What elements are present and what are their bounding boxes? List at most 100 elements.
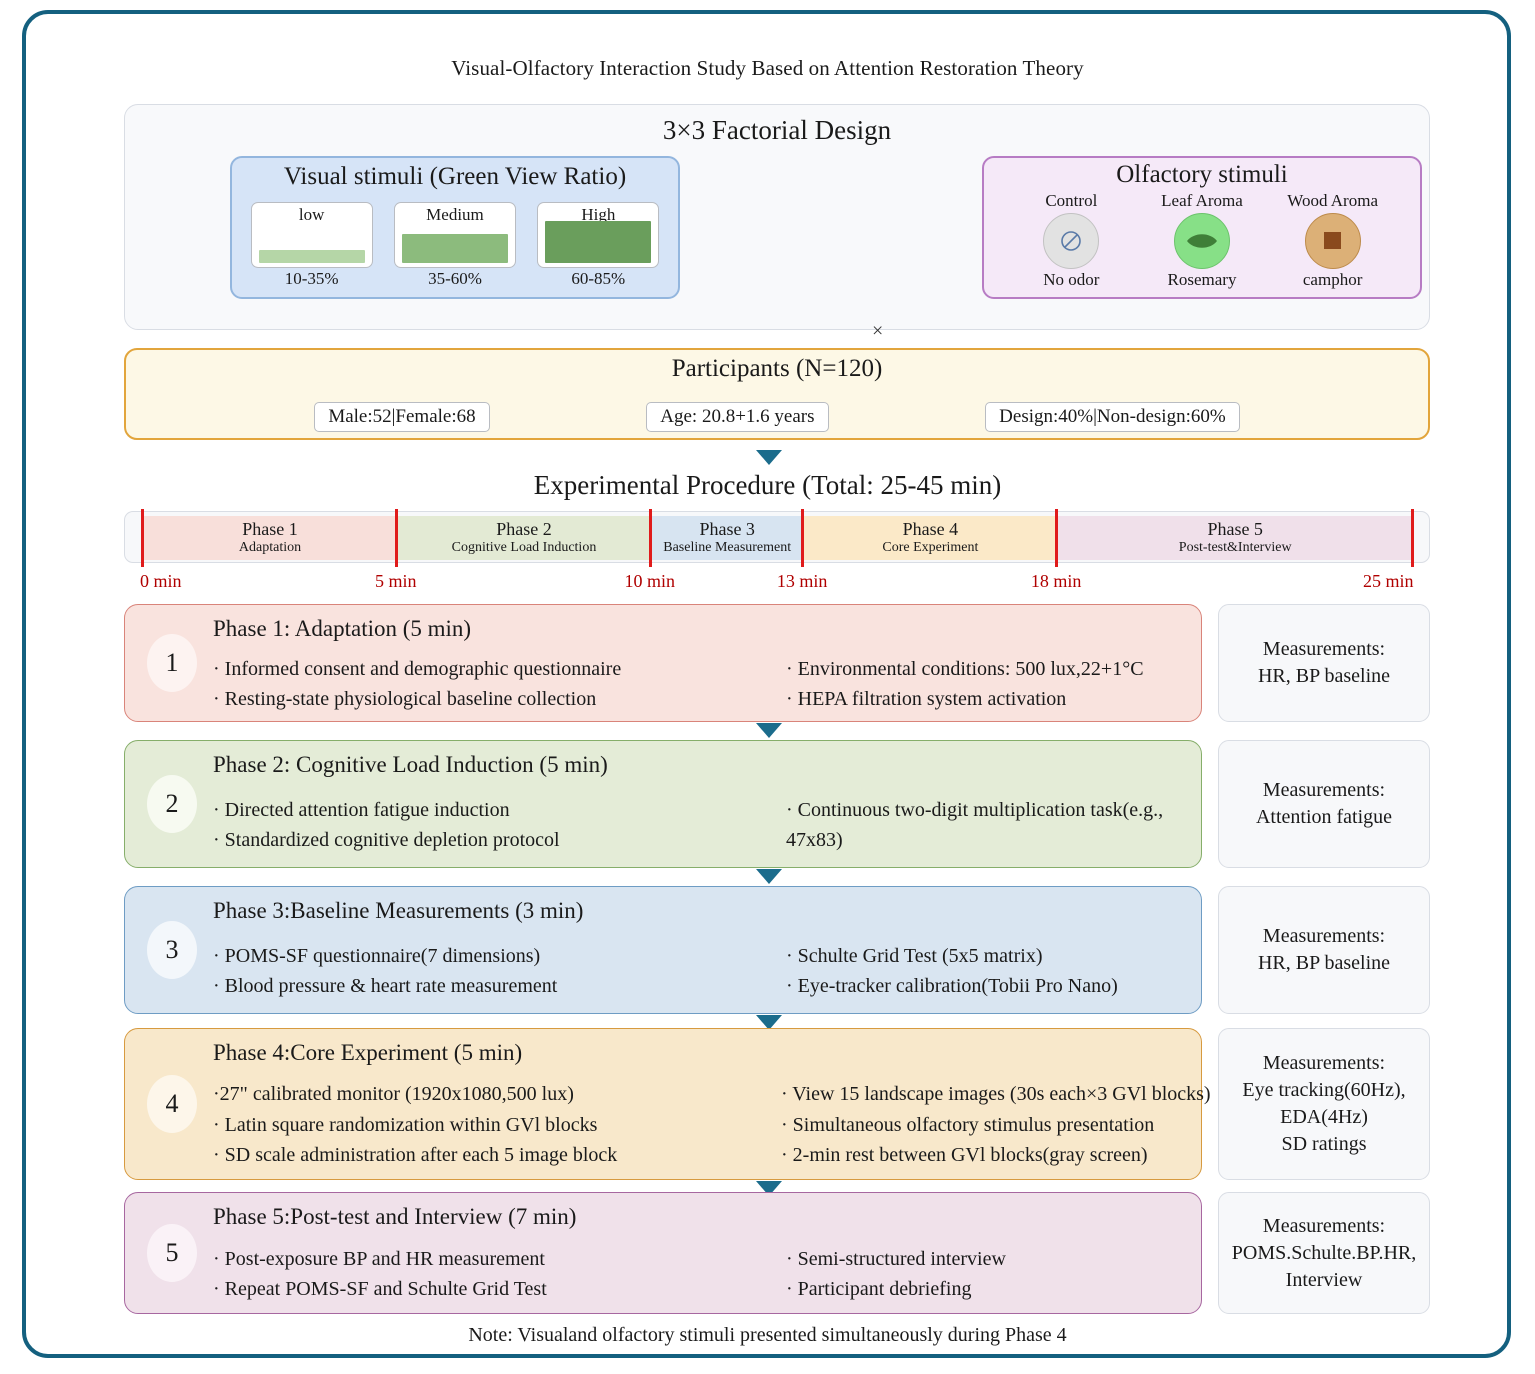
participant-tag: Design:40%|Non-design:60% xyxy=(985,402,1240,432)
phase-bullet: · POMS-SF questionnaire(7 dimensions) xyxy=(213,944,541,967)
phase-bullet: · Repeat POMS-SF and Schulte Grid Test xyxy=(213,1278,547,1300)
phase-number-badge: 4 xyxy=(147,1075,197,1133)
olfactory-icon-circle xyxy=(1173,212,1230,269)
olfactory-name: Leaf Aroma xyxy=(1161,191,1243,210)
factorial-title: 3×3 Factorial Design xyxy=(662,115,892,145)
participants-title: Participants (N=120) xyxy=(671,355,883,382)
gvr-label: High xyxy=(581,205,616,224)
gvr-fill-bar xyxy=(401,234,508,263)
phase-bullets-left: · Informed consent and demographic quest… xyxy=(213,651,786,717)
diagram-frame xyxy=(22,10,1511,1358)
procedure-title: Experimental Procedure (Total: 25-45 min… xyxy=(533,470,1002,500)
phase-card: 5 Phase 5:Post-test and Interview (7 min)… xyxy=(124,1192,1202,1314)
page-title: Visual-Olfactory Interaction Study Based… xyxy=(451,56,1084,80)
gvr-label: low xyxy=(298,205,325,224)
phase-number-badge: 1 xyxy=(147,634,197,692)
timeline-time-label: 18 min xyxy=(1030,571,1082,591)
timeline-segment-name: Phase 5 xyxy=(1207,519,1263,539)
phase-bullet: · Participant debriefing xyxy=(785,1278,972,1300)
phase-bullet: · Semi-structured interview xyxy=(785,1247,1006,1270)
measurements-text: Measurements:POMS.Schulte.BP.HR,Intervie… xyxy=(1232,1213,1417,1294)
phase-bullet: · Simultaneous olfactory stimulus presen… xyxy=(781,1113,1155,1136)
phase-bullet: · Directed attention fatigue induction xyxy=(213,798,510,821)
gvr-label: Medium xyxy=(426,205,484,224)
wood-square-icon xyxy=(1324,232,1342,250)
timeline-time-label: 13 min xyxy=(776,571,828,591)
measurements-line: SD ratings xyxy=(1281,1133,1367,1155)
measurements-box: Measurements: Attention fatigue xyxy=(1218,740,1430,868)
phase-card-title: Phase 1: Adaptation (5 min) xyxy=(213,616,472,641)
phase-bullet: · SD scale administration after each 5 i… xyxy=(213,1144,618,1167)
timeline-segment-name: Phase 3 xyxy=(699,519,755,539)
phase-bullet-columns: · POMS-SF questionnaire(7 dimensions) · B… xyxy=(213,933,1191,1009)
phase-bullet: ·27" calibrated monitor (1920x1080,500 l… xyxy=(213,1083,574,1106)
gvr-fill-bar xyxy=(258,250,365,263)
olfactory-name: Control xyxy=(1045,191,1098,210)
measurements-line: Measurements: xyxy=(1262,1214,1386,1237)
flow-arrow-icon xyxy=(756,1015,782,1030)
olfactory-level: Control No odor xyxy=(1009,191,1133,289)
phase-number-badge: 2 xyxy=(147,775,197,833)
phase-bullets-right: · Environmental conditions: 500 lux,22+1… xyxy=(786,651,1191,717)
timeline-time-label: 25 min xyxy=(1363,571,1414,591)
measurements-text: Measurements:Eye tracking(60Hz),EDA(4Hz)… xyxy=(1242,1050,1405,1158)
phase-number-badge: 5 xyxy=(147,1224,197,1282)
phase-bullet: · Blood pressure & heart rate measuremen… xyxy=(213,975,558,997)
phase-bullets-right: · Continuous two-digit multiplication ta… xyxy=(786,787,1191,863)
participant-tag: Age: 20.8+1.6 years xyxy=(646,402,829,432)
phase-bullet: · Latin square randomization within GVl … xyxy=(213,1113,598,1136)
measurements-line: POMS.Schulte.BP.HR, xyxy=(1231,1241,1417,1264)
olfactory-icon-circle xyxy=(1304,212,1361,269)
timeline-segment-sub: Adaptation xyxy=(238,539,302,555)
measurements-line: Measurements: xyxy=(1262,1052,1386,1074)
phase-bullet: · Continuous two-digit multiplication ta… xyxy=(785,798,1164,851)
timeline-segment-name: Phase 2 xyxy=(496,519,552,539)
measurements-box: Measurements:HR, BP baseline xyxy=(1218,886,1430,1014)
phase-bullet: · Informed consent and demographic quest… xyxy=(213,657,622,680)
phase-bullet-columns: · Directed attention fatigue induction · … xyxy=(213,787,1191,863)
measurements-line: Measurements: xyxy=(1262,925,1386,947)
timeline-segment-name: Phase 1 xyxy=(242,519,298,539)
gvr-range: 35-60% xyxy=(428,269,482,288)
olfactory-name: Wood Aroma xyxy=(1287,191,1378,210)
phase-bullet: · View 15 landscape images (30s each×3 G… xyxy=(781,1083,1211,1106)
flow-arrow-icon xyxy=(756,450,782,465)
measurements-line: Attention fatigue xyxy=(1255,806,1393,828)
timeline-segment-sub: Post-test&Interview xyxy=(1178,539,1292,555)
timeline-tick xyxy=(801,509,805,567)
phase-card-title: Phase 5:Post-test and Interview (7 min) xyxy=(213,1204,577,1229)
flow-arrow-icon xyxy=(756,723,782,738)
measurements-line: Measurements: xyxy=(1262,638,1386,660)
phase-bullets-left: · Directed attention fatigue induction · … xyxy=(213,787,786,863)
timeline-time-label: 10 min xyxy=(624,571,676,591)
phase-bullets-right: · Schulte Grid Test (5x5 matrix)· Eye-tr… xyxy=(786,933,1191,1009)
measurements-text: Measurements:HR, BP baseline xyxy=(1258,923,1390,977)
phase-bullets-left: ·27" calibrated monitor (1920x1080,500 l… xyxy=(213,1075,781,1175)
measurements-box: Measurements:HR, BP baseline xyxy=(1218,604,1430,722)
measurements-line: Measurements: xyxy=(1262,779,1386,801)
leaf-icon xyxy=(1186,233,1217,248)
timeline-time-label: 0 min xyxy=(140,571,182,591)
gvr-swatch: low xyxy=(250,202,373,268)
phase-bullets-left: · Post-exposure BP and HR measurement· R… xyxy=(213,1239,786,1309)
phase-bullets-right: · View 15 landscape images (30s each×3 G… xyxy=(781,1075,1211,1175)
olfactory-substance: Rosemary xyxy=(1167,269,1237,289)
factorial-operator: × xyxy=(872,320,884,342)
olfactory-substance: No odor xyxy=(1043,269,1100,289)
phase-bullets-right: · Semi-structured interview · Participant… xyxy=(786,1239,1191,1309)
gvr-swatch: Medium xyxy=(393,202,516,268)
olfactory-stimuli-title: Olfactory stimuli xyxy=(1116,161,1288,188)
phase-bullet: · Standardized cognitive depletion proto… xyxy=(213,829,560,851)
